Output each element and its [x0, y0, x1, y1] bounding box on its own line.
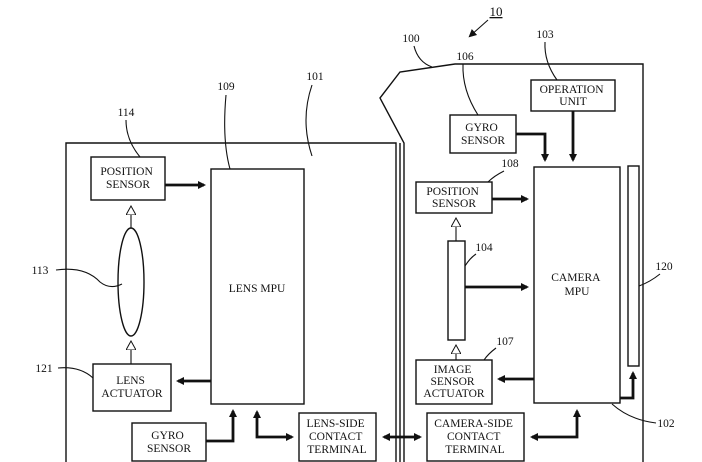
- ref-114: 114: [118, 107, 135, 119]
- image-sensor-actuator-block: [415, 359, 493, 405]
- leader-100: [413, 45, 433, 68]
- ref-103: 103: [536, 29, 554, 41]
- ref-109: 109: [217, 81, 235, 93]
- image-sensor-actuator-label: IMAGE SENSOR ACTUATOR: [423, 364, 484, 400]
- ref-107: 107: [496, 336, 514, 348]
- camera-gyro-sensor-block: [449, 114, 517, 154]
- lens-position-sensor-block: [90, 156, 166, 201]
- ref-100: 100: [402, 33, 420, 45]
- lens-side-terminal-label: LENS-SIDE CONTACT TERMINAL: [306, 418, 367, 456]
- figure-ref-arrow: [468, 19, 489, 38]
- camera-side-terminal-block: [426, 412, 525, 462]
- lens-position-sensor-label: POSITION SENSOR: [100, 166, 155, 191]
- leader-121: [57, 367, 94, 379]
- figure-ref-label: 10: [490, 4, 503, 19]
- lens-mpu-block: [210, 168, 305, 405]
- operation-unit-label: OPERATION UNIT: [540, 84, 607, 108]
- leader-101: [305, 84, 313, 157]
- camera-gyro-sensor-label: GYRO SENSOR: [461, 122, 505, 147]
- connector-lens-mpu-to-terminal: [253, 410, 294, 441]
- leader-113: [55, 268, 123, 288]
- ref-113: 113: [32, 265, 49, 277]
- leader-114: [125, 119, 141, 158]
- lens-actuator-block: [92, 363, 172, 412]
- ref-101: 101: [306, 71, 324, 83]
- leader-102: [611, 403, 657, 424]
- camera-mpu-block: [533, 166, 621, 404]
- leader-106: [462, 63, 479, 116]
- ref-106: 106: [456, 51, 474, 63]
- lens-unit-housing: [65, 142, 397, 462]
- camera-position-sensor-block: [415, 181, 493, 214]
- connector-mpu-to-display: [620, 371, 637, 400]
- lens-element: [117, 227, 145, 337]
- leader-109: [224, 94, 231, 170]
- operation-unit-block: [530, 79, 616, 112]
- connector-camera-terminal-to-mpu: [530, 409, 581, 441]
- lens-side-terminal-block: [298, 412, 377, 462]
- ref-102: 102: [657, 418, 675, 430]
- camera-position-sensor-label: POSITION SENSOR: [426, 186, 481, 210]
- leader-103: [544, 41, 558, 81]
- lens-gyro-sensor-block: [131, 422, 207, 462]
- ref-104: 104: [475, 242, 493, 254]
- leader-107: [483, 347, 497, 361]
- ref-108: 108: [501, 158, 519, 170]
- display-panel-block: [627, 165, 640, 367]
- lens-gyro-sensor-label: GYRO SENSOR: [147, 430, 191, 455]
- image-sensor-block: [447, 240, 466, 341]
- connector-lens-gyro-to-mpu: [206, 409, 237, 443]
- camera-mpu-label: CAMERA MPU: [551, 272, 602, 298]
- lens-mpu-label: LENS MPU: [229, 283, 286, 295]
- leader-108: [487, 170, 505, 183]
- lens-actuator-label: LENS ACTUATOR: [101, 375, 162, 400]
- camera-body-housing: [379, 63, 644, 462]
- ref-120: 120: [655, 261, 673, 273]
- ref-121: 121: [35, 363, 53, 375]
- leader-104: [464, 253, 477, 267]
- camera-side-terminal-label: CAMERA-SIDE CONTACT TERMINAL: [434, 418, 515, 456]
- leader-120: [638, 273, 661, 287]
- connector-camera-gyro-to-mpu: [516, 132, 549, 162]
